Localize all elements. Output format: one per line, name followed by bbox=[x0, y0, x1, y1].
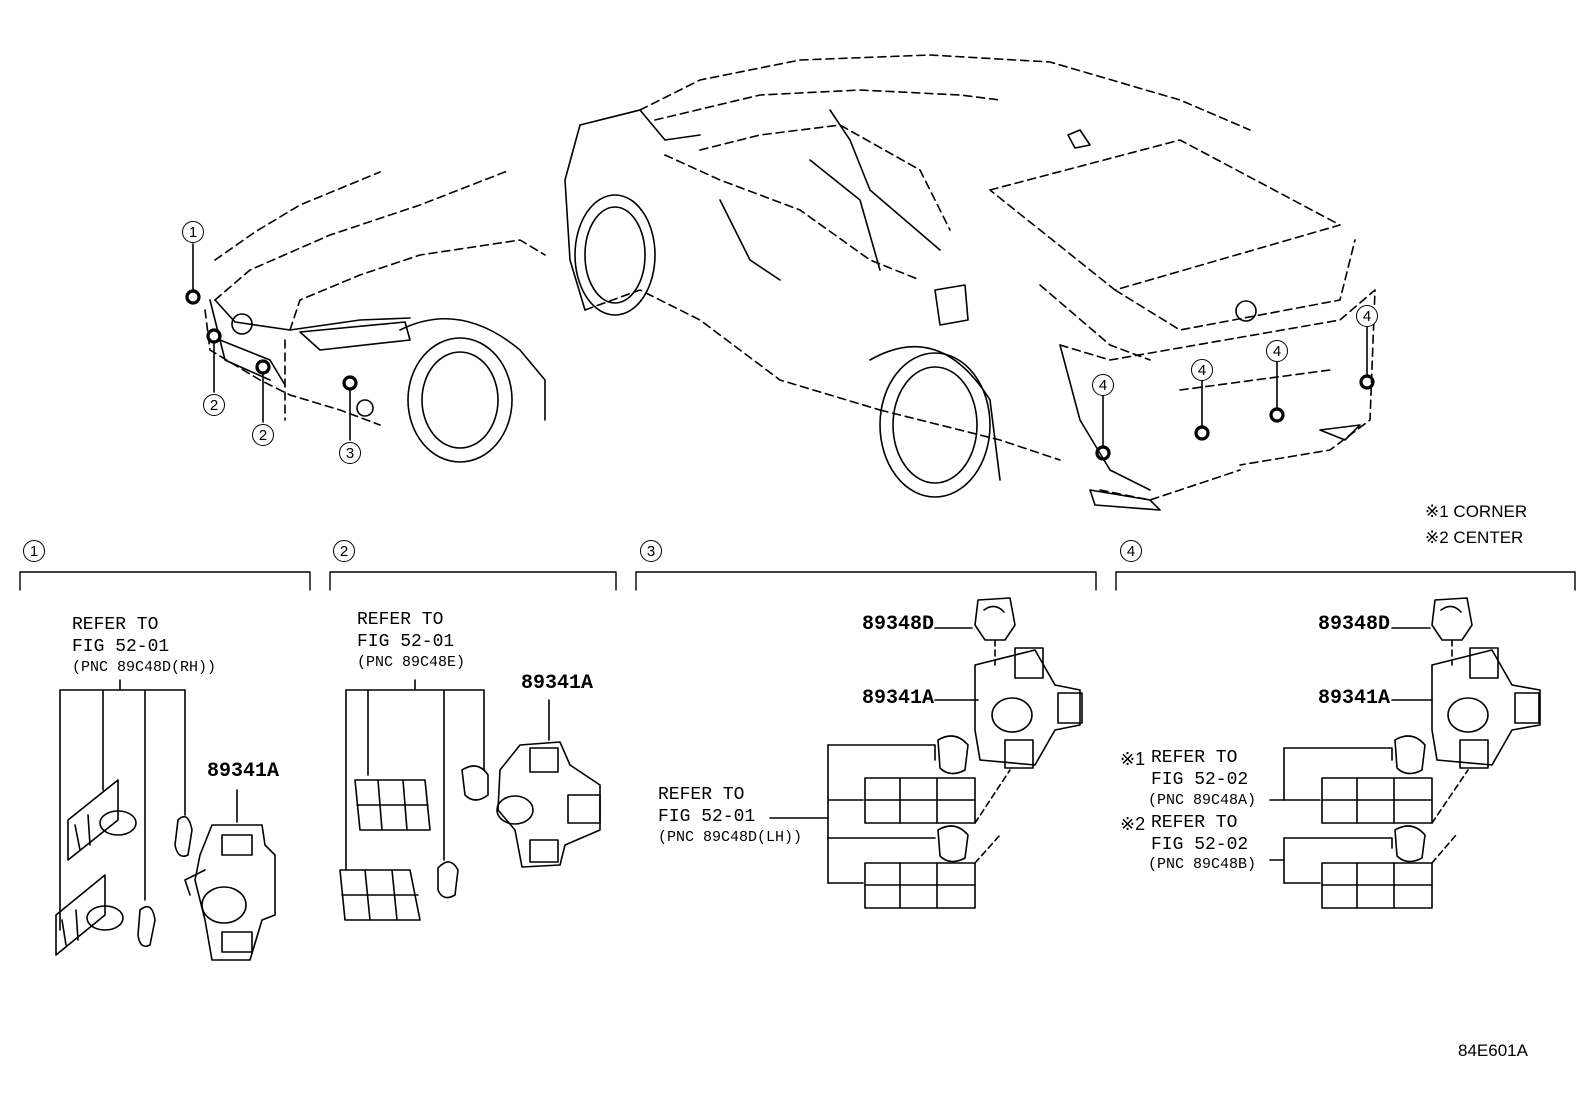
panel1-ref-line1: REFER TO bbox=[72, 615, 159, 635]
panel2-pnc: (PNC 89C48E) bbox=[357, 654, 466, 671]
front-car-view bbox=[185, 169, 546, 463]
panel4-drawing bbox=[1269, 597, 1541, 909]
panel4-mark-1: ※1 bbox=[1120, 749, 1146, 769]
callout-4-rear-a: 4 bbox=[1092, 374, 1114, 396]
panel4-pnc2: (PNC 89C48B) bbox=[1148, 856, 1257, 873]
callout-4-rear-b: 4 bbox=[1191, 359, 1213, 381]
panel1-ref-line2: FIG 52-01 bbox=[72, 637, 170, 657]
section-1-header: 1 bbox=[23, 540, 45, 562]
section-4-header: 4 bbox=[1120, 540, 1142, 562]
panel4-pnc1: (PNC 89C48A) bbox=[1148, 792, 1257, 809]
note-center: ※2 CENTER bbox=[1425, 528, 1524, 547]
rear-car-view bbox=[564, 54, 1376, 511]
panel3-sensor-part-number: 89341A bbox=[862, 687, 935, 710]
panel1-drawing bbox=[55, 679, 276, 961]
note-corner: ※1 CORNER bbox=[1425, 502, 1528, 521]
section-2-header: 2 bbox=[333, 540, 355, 562]
panel3-pnc: (PNC 89C48D(LH)) bbox=[658, 829, 803, 846]
panel2-part-number: 89341A bbox=[521, 672, 594, 695]
callout-3-front: 3 bbox=[339, 442, 361, 464]
panel1-part-number: 89341A bbox=[207, 760, 280, 783]
section-brackets bbox=[19, 571, 1576, 591]
panel3-cover-part-number: 89348D bbox=[862, 613, 935, 636]
panel2-ref-line1: REFER TO bbox=[357, 610, 444, 630]
panel4-ref2-line1: REFER TO bbox=[1151, 813, 1238, 833]
panel4-sensor-part-number: 89341A bbox=[1318, 687, 1391, 710]
callout-4-rear-c: 4 bbox=[1266, 340, 1288, 362]
panel4-ref1-line1: REFER TO bbox=[1151, 748, 1238, 768]
panel4-cover-part-number: 89348D bbox=[1318, 613, 1391, 636]
callout-4-rear-d: 4 bbox=[1356, 305, 1378, 327]
panel3-ref-line2: FIG 52-01 bbox=[658, 807, 756, 827]
panel1-pnc: (PNC 89C48D(RH)) bbox=[72, 659, 217, 676]
callout-2-front-b: 2 bbox=[252, 424, 274, 446]
panel2-ref-line2: FIG 52-01 bbox=[357, 632, 455, 652]
panel4-mark-2: ※2 bbox=[1120, 814, 1146, 834]
callout-2-front-a: 2 bbox=[203, 394, 225, 416]
panel4-ref2-line2: FIG 52-02 bbox=[1151, 835, 1249, 855]
panel3-drawing bbox=[769, 597, 1083, 909]
panel2-drawing bbox=[339, 679, 601, 921]
section-3-header: 3 bbox=[640, 540, 662, 562]
panel3-ref-line1: REFER TO bbox=[658, 785, 745, 805]
callout-1-front: 1 bbox=[182, 221, 204, 243]
panel4-ref1-line2: FIG 52-02 bbox=[1151, 770, 1249, 790]
diagram-code: 84E601A bbox=[1458, 1041, 1528, 1060]
